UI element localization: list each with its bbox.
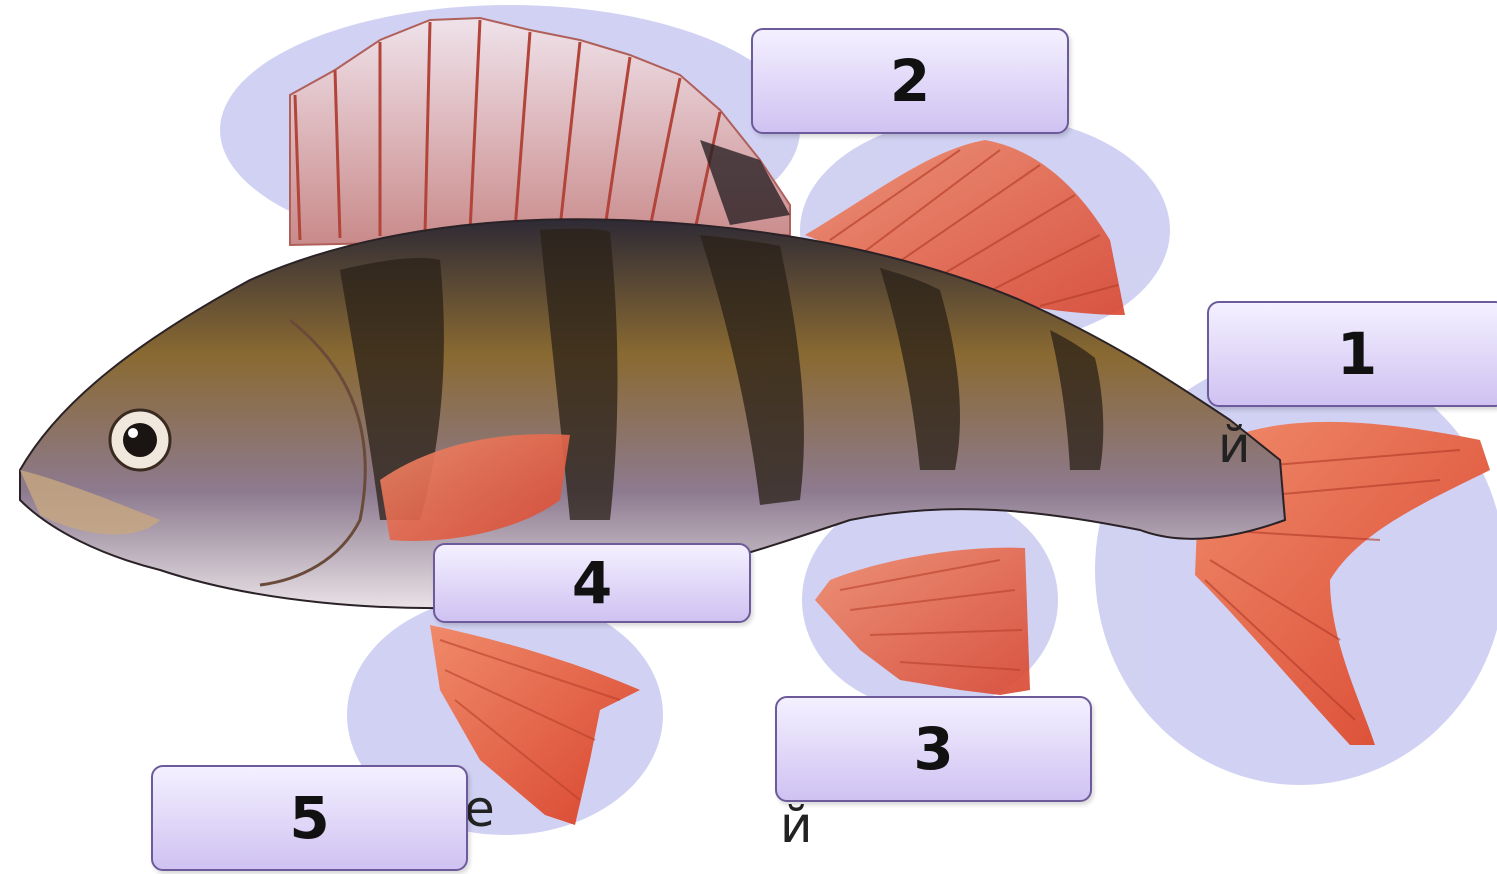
text-fragment-3: й <box>780 800 813 850</box>
label-4[interactable]: 4 <box>433 543 751 623</box>
label-5[interactable]: 5 <box>151 765 468 871</box>
label-2[interactable]: 2 <box>751 28 1069 134</box>
label-3[interactable]: 3 <box>775 696 1092 802</box>
text-fragment-2: е <box>464 784 495 834</box>
text-fragment-1: й <box>1218 420 1251 470</box>
label-1[interactable]: 1 <box>1207 301 1497 407</box>
